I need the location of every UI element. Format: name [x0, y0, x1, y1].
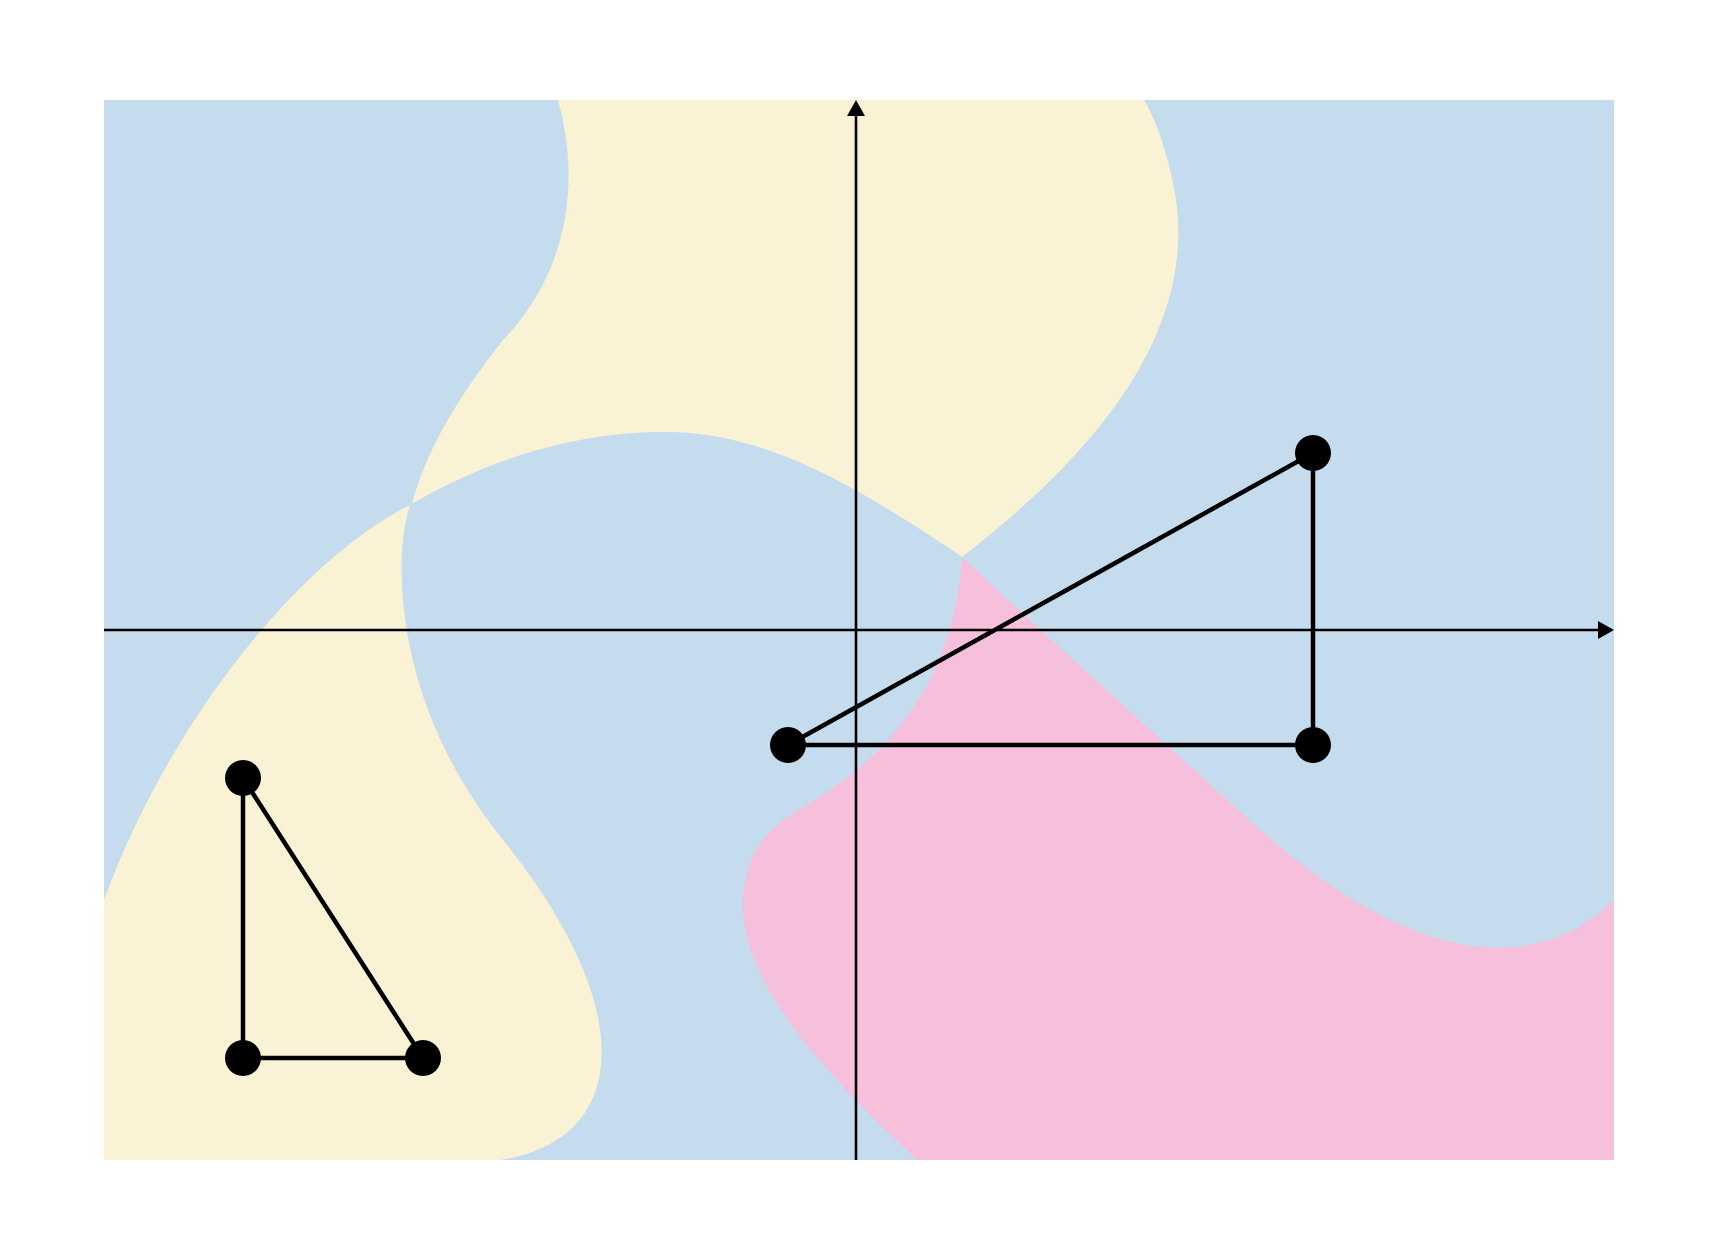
- vertex-point: [225, 1040, 261, 1076]
- y-axis-arrowhead-icon: [847, 100, 865, 116]
- overlap-region: [401, 432, 962, 600]
- left-right-triangle: [225, 760, 441, 1076]
- right-right-triangle: [770, 435, 1331, 763]
- vertex-point: [1295, 727, 1331, 763]
- vertex-point: [770, 727, 806, 763]
- vertex-point: [405, 1040, 441, 1076]
- vertex-point: [1295, 435, 1331, 471]
- triangle-edge: [240, 775, 426, 1061]
- vertex-point: [225, 760, 261, 796]
- triangle-edge: [785, 450, 1316, 748]
- pink-region: [742, 557, 1614, 1160]
- x-axis-arrowhead-icon: [1598, 621, 1614, 639]
- yellow-region-top: [104, 100, 1179, 1160]
